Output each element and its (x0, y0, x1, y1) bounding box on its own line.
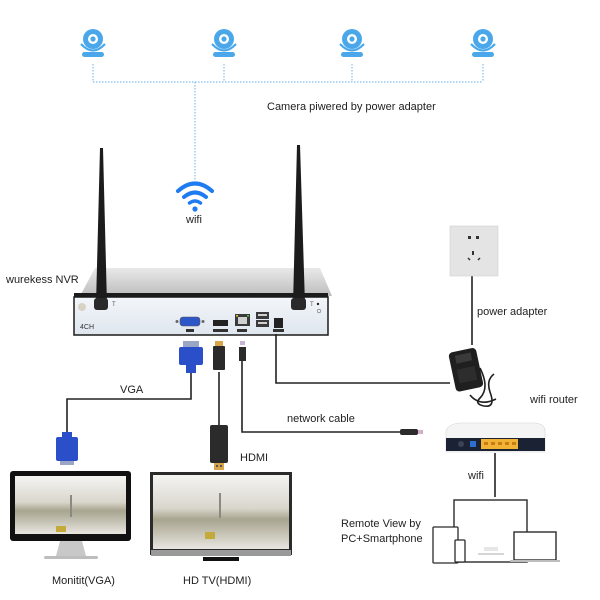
wifi-label-top: wifi (186, 214, 202, 226)
power-adapter-label: power adapter (477, 306, 548, 318)
vga-port (175, 316, 205, 332)
hdmi-connector-bottom (210, 425, 228, 470)
remote-devices-icon (432, 499, 560, 564)
svg-text:T: T (310, 302, 314, 308)
nvr-device: T T (73, 145, 332, 336)
lan-connector-top (239, 341, 246, 361)
camera-1 (79, 27, 107, 59)
vga-connector-bottom (56, 432, 78, 465)
monitor-vga (10, 471, 131, 559)
hdmi-port (213, 320, 228, 332)
nvr-label: wurekess NVR (6, 274, 79, 286)
camera-wireless-links (92, 64, 484, 180)
hdmi-connector-top (213, 341, 225, 370)
wifi-icon (176, 181, 214, 212)
network-plug (400, 429, 423, 435)
lan-port (235, 314, 250, 332)
cables (66, 276, 496, 497)
camera-2 (210, 27, 238, 59)
vga-connector-top (179, 341, 203, 373)
vga-label: VGA (120, 384, 144, 396)
wifi-router-label: wifi router (530, 394, 578, 406)
remote-view-line1: Remote View by (341, 518, 421, 530)
tv-label: HD TV(HDMI) (183, 575, 252, 587)
svg-text:T: T (112, 302, 116, 308)
hd-tv (150, 472, 292, 561)
dc-power-port (273, 318, 284, 332)
wifi-router-icon (445, 422, 546, 453)
hdmi-label: HDMI (240, 452, 269, 464)
camera-3 (338, 27, 366, 59)
antenna-right (293, 145, 305, 305)
usb-ports (256, 312, 269, 327)
wall-socket (449, 225, 499, 277)
camera-power-note: Camera piwered by power adapter (267, 101, 436, 113)
remote-view-line2: PC+Smartphone (341, 533, 423, 545)
antenna-left (96, 148, 107, 305)
monitor-label: Monitit(VGA) (52, 575, 115, 587)
camera-4 (469, 27, 497, 59)
network-cable-label: network cable (287, 413, 355, 425)
wifi-label-bottom: wifi (468, 470, 484, 482)
power-adapter-icon (448, 348, 497, 408)
nvr-channel-badge: 4CH (80, 324, 95, 331)
